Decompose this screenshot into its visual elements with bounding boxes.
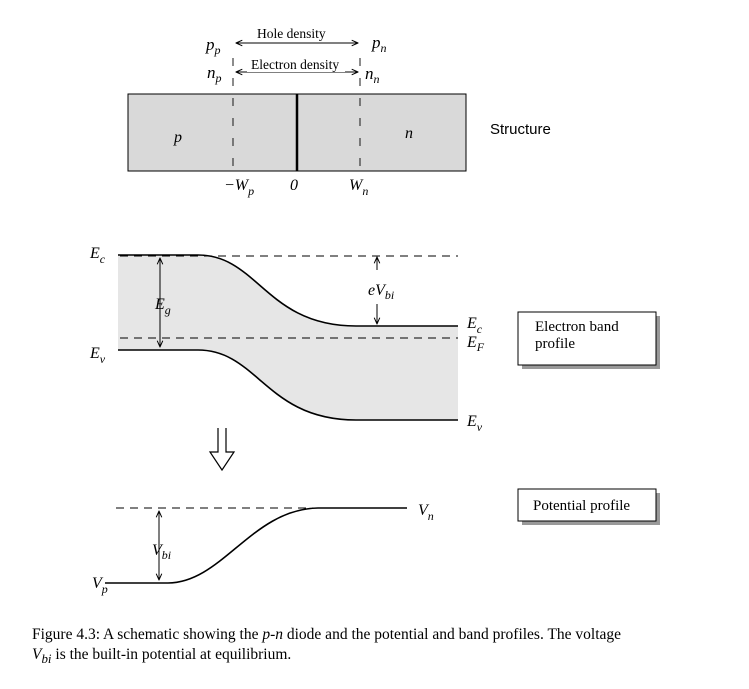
- ev-left-label: Ev: [89, 345, 106, 366]
- potential-box: [517, 488, 657, 522]
- structure-label: Structure: [490, 121, 551, 138]
- valence-band-edge: [118, 349, 458, 421]
- vbi-label: Vbi: [152, 542, 171, 562]
- minus-wp-label: −Wp: [224, 177, 254, 198]
- wn-label: Wn: [349, 177, 368, 198]
- vp-label: Vp: [92, 575, 108, 596]
- pn-diode-diagram: p n Structure Hole density Electron dens…: [89, 26, 660, 596]
- potential-curve: [105, 507, 407, 584]
- vn-label: Vn: [418, 502, 434, 523]
- pn-label: pn: [371, 33, 387, 55]
- pp-label: pp: [205, 35, 221, 57]
- p-region-label: p: [173, 129, 182, 146]
- n-region-label: n: [405, 125, 413, 142]
- structure-section: p n Structure Hole density Electron dens…: [127, 26, 551, 198]
- potential-section: Vbi Vn Vp Potential profile: [92, 488, 660, 596]
- transition-down-arrow: [208, 428, 236, 472]
- ef-right-label: EF: [466, 334, 485, 354]
- evbi-label: eVbi: [368, 282, 394, 302]
- np-label: np: [207, 63, 222, 85]
- band-gap-fill: [118, 255, 458, 420]
- band-section: Eg eVbi Ec Ev Ec EF Ev Electron band pro…: [89, 245, 660, 434]
- band-box: [517, 311, 657, 366]
- electron-density-label: Electron density: [251, 57, 339, 72]
- potential-box-label: Potential profile: [533, 498, 630, 514]
- zero-label: 0: [290, 177, 298, 194]
- ec-right-label: Ec: [466, 315, 483, 336]
- eg-label: Eg: [154, 296, 171, 317]
- conduction-band-edge: [118, 254, 458, 327]
- band-box-line1: Electron band: [535, 319, 619, 335]
- figure-caption: Figure 4.3: A schematic showing the p-n …: [32, 626, 622, 667]
- ev-right-label: Ev: [466, 413, 483, 434]
- hole-density-label: Hole density: [257, 26, 326, 41]
- band-box-line2: profile: [535, 336, 575, 352]
- nn-label: nn: [365, 64, 380, 86]
- ec-left-label: Ec: [89, 245, 106, 266]
